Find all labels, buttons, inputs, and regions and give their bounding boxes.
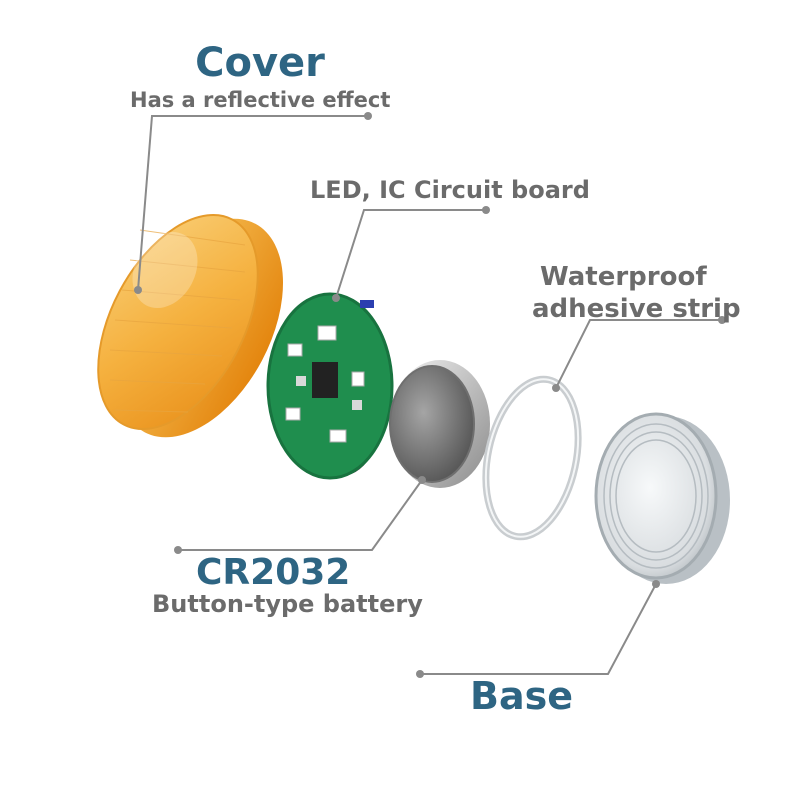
- adhesive-strip-label-line2: adhesive strip: [532, 294, 741, 324]
- adhesive-strip-part: [482, 375, 582, 541]
- battery-subtitle: Button-type battery: [152, 590, 423, 618]
- leader-lines: [137, 115, 722, 675]
- cover-part: [97, 213, 283, 438]
- cover-title: Cover: [195, 40, 325, 86]
- adhesive-strip-label-line1: Waterproof: [540, 262, 707, 292]
- cover-subtitle: Has a reflective effect: [130, 88, 391, 112]
- ic-chip: [312, 362, 338, 398]
- circuit-board-part: [266, 292, 394, 480]
- circuit-board-label: LED, IC Circuit board: [310, 176, 590, 204]
- base-title: Base: [470, 674, 573, 718]
- base-part: [594, 412, 730, 584]
- battery-title: CR2032: [196, 552, 351, 593]
- leader-dots: [134, 112, 726, 678]
- battery-part: [389, 360, 490, 488]
